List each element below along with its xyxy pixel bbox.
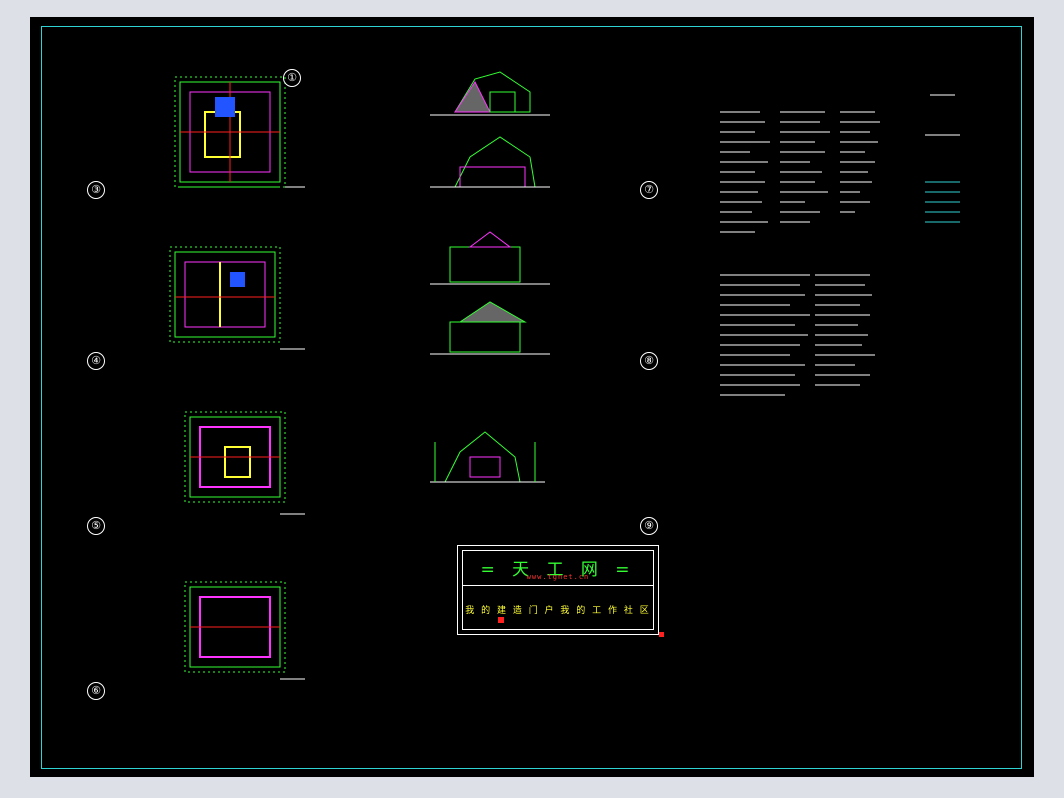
elevation-2: [430, 136, 550, 188]
floor-plan-3: [184, 411, 305, 515]
floor-plan-2: [169, 246, 305, 350]
drawing-number-1: ①: [283, 69, 301, 87]
title-block-url: www.tgnet.cn: [526, 573, 590, 581]
title-block: = 天 工 网 = www.tgnet.cn 我 的 建 造 门 户 我 的 工…: [457, 545, 664, 637]
cad-viewport[interactable]: ① ③ ④ ⑤ ⑥ ⑦ ⑧ ⑨ = 天 工 网 = www.tgnet.cn 我…: [30, 17, 1034, 777]
drawing-number-8: ⑧: [640, 352, 658, 370]
drawing-number-5: ⑤: [87, 517, 105, 535]
title-block-divider: [463, 585, 653, 586]
elevation-3: [430, 231, 550, 285]
title-block-title: = 天 工 网 =: [480, 560, 636, 580]
red-corner-marker: [659, 632, 664, 637]
sheet-border: [41, 26, 1022, 769]
drawing-number-6: ⑥: [87, 682, 105, 700]
drawing-number-4: ④: [87, 352, 105, 370]
elevation-1: [430, 71, 550, 116]
red-marker: [498, 617, 504, 623]
elevation-4: [430, 301, 550, 355]
floor-plan-4: [184, 581, 305, 680]
drawing-number-7: ⑦: [640, 181, 658, 199]
drawing-number-3: ③: [87, 181, 105, 199]
drawing-canvas: [169, 71, 960, 680]
legend-block: [925, 94, 960, 223]
title-block-slogan: 我 的 建 造 门 户 我 的 工 作 社 区: [465, 606, 651, 616]
notes-block-1: [720, 111, 880, 233]
notes-block-2: [720, 274, 875, 396]
title-block-inner: = 天 工 网 = www.tgnet.cn 我 的 建 造 门 户 我 的 工…: [462, 550, 654, 630]
section-drawing: [430, 431, 545, 483]
drawing-number-9: ⑨: [640, 517, 658, 535]
floor-plan-1: [174, 76, 305, 188]
